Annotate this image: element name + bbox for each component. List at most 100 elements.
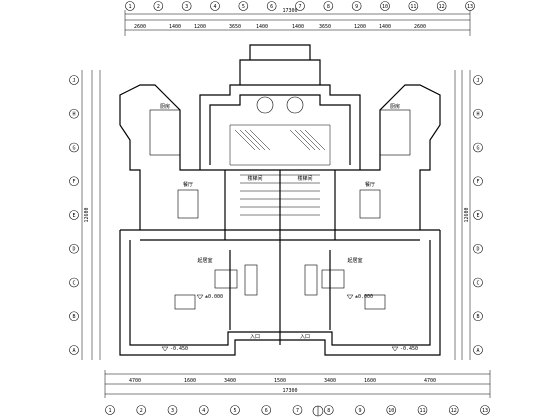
room-label: 餐厅 [365, 181, 375, 188]
room-label: 起居室 [197, 257, 212, 264]
grid-label: 12 [451, 408, 457, 414]
grid-bubble: 1 [105, 405, 115, 415]
bottom-dim-value: 4700 [424, 378, 436, 384]
grid-bubble: 6 [266, 1, 277, 11]
room-label: 入口 [250, 334, 260, 340]
grid-label: 9 [355, 4, 358, 10]
grid-bubble: 8 [323, 405, 334, 415]
left-overall-dimension: 12600 [84, 207, 90, 222]
grid-bubble: G [69, 142, 79, 153]
top-dim-value: 1400 [169, 24, 181, 30]
grid-label: H [72, 112, 75, 118]
section-marker-icon [312, 405, 324, 417]
grid-label: 6 [270, 4, 273, 10]
grid-label: 10 [382, 4, 388, 10]
room-label: 楼梯间 [297, 175, 312, 182]
top-dim-value: 3650 [319, 24, 331, 30]
bottom-overall-dimension: 17300 [282, 388, 297, 394]
grid-label: C [476, 280, 479, 286]
grid-bubble: E [473, 210, 483, 220]
grid-label: 11 [410, 4, 416, 10]
elevation-mark: -0.450 [391, 346, 418, 352]
top-overall-dimension: 17300 [282, 8, 297, 14]
top-dim-value: 2600 [134, 24, 146, 30]
grid-bubble: 8 [323, 1, 334, 11]
grid-bubble: 13 [480, 405, 490, 415]
building-walls [119, 44, 441, 356]
grid-bubble: D [69, 243, 79, 254]
grid-bubble: D [473, 243, 483, 254]
grid-bubble: 11 [408, 1, 419, 11]
grid-label: 13 [467, 4, 473, 10]
grid-label: C [72, 280, 75, 286]
elevation-value: ±0.000 [355, 294, 373, 300]
grid-bubble: A [473, 345, 483, 355]
grid-bubble: H [69, 108, 79, 119]
room-label: 厨房 [160, 103, 170, 110]
top-dimension-chain [124, 10, 471, 36]
grid-label: 2 [157, 4, 160, 10]
room-label: 楼梯间 [247, 175, 262, 182]
room-label: 起居室 [347, 257, 362, 264]
grid-bubble: F [473, 176, 483, 187]
grid-bubble: 6 [261, 405, 272, 415]
grid-label: 12 [439, 4, 445, 10]
elevation-value: -0.450 [170, 346, 188, 352]
grid-label: E [476, 213, 479, 219]
top-dim-value: 1400 [292, 24, 304, 30]
grid-bubble: 5 [238, 1, 249, 11]
grid-label: D [476, 247, 479, 253]
bottom-dim-value: 3400 [224, 378, 236, 384]
room-label: 入口 [300, 334, 310, 340]
grid-label: H [476, 112, 479, 118]
grid-bubble: C [69, 277, 79, 288]
grid-label: A [476, 348, 479, 354]
grid-label: F [72, 179, 75, 185]
grid-bubble: F [69, 176, 79, 187]
grid-bubble: 9 [355, 405, 365, 415]
grid-label: 7 [298, 4, 301, 10]
grid-bubble: 4 [210, 1, 220, 11]
grid-label: 6 [265, 408, 268, 414]
grid-bubble: G [473, 142, 483, 153]
grid-bubble: 12 [436, 1, 447, 11]
room-label: 餐厅 [183, 181, 193, 188]
grid-bubble: B [69, 311, 79, 322]
bottom-dim-value: 4700 [129, 378, 141, 384]
stair-hatch [229, 124, 331, 216]
elevation-marks: ±0.000 ±0.000 -0.450 -0.450 [161, 294, 418, 352]
grid-label: J [72, 78, 75, 84]
grid-bubble: 2 [136, 405, 147, 415]
grid-label: 13 [482, 408, 488, 414]
grid-bubble: A [69, 345, 79, 355]
grid-bubble: 3 [167, 405, 178, 415]
grid-label: 2 [140, 408, 143, 414]
grid-bubble: 9 [351, 1, 362, 11]
grid-bubble: 12 [448, 405, 459, 415]
elevation-mark: ±0.000 [196, 294, 223, 300]
right-overall-dimension: 12600 [464, 207, 470, 222]
grid-bubble: J [69, 75, 79, 85]
top-dim-value: 2600 [414, 24, 426, 30]
grid-bubble: 13 [465, 1, 475, 11]
grid-bubble: 2 [153, 1, 164, 11]
grid-bubble: H [473, 108, 483, 119]
elevation-value: -0.450 [400, 346, 418, 352]
grid-label: 3 [185, 4, 188, 10]
left-grid-bubbles: A B C D E F G H J [69, 75, 79, 355]
grid-bubble: 5 [230, 405, 240, 415]
grid-label: 1 [108, 408, 111, 414]
room-labels: 餐厅餐厅起居室起居室厨房厨房楼梯间楼梯间入口入口 [160, 103, 400, 340]
grid-label: E [72, 213, 75, 219]
bottom-dimension-chain [104, 370, 491, 398]
grid-bubble: C [473, 277, 483, 288]
grid-label: D [72, 247, 75, 253]
bottom-dim-value: 1600 [364, 378, 376, 384]
grid-label: 5 [242, 4, 245, 10]
grid-label: 1 [128, 4, 131, 10]
grid-label: 4 [213, 4, 216, 10]
